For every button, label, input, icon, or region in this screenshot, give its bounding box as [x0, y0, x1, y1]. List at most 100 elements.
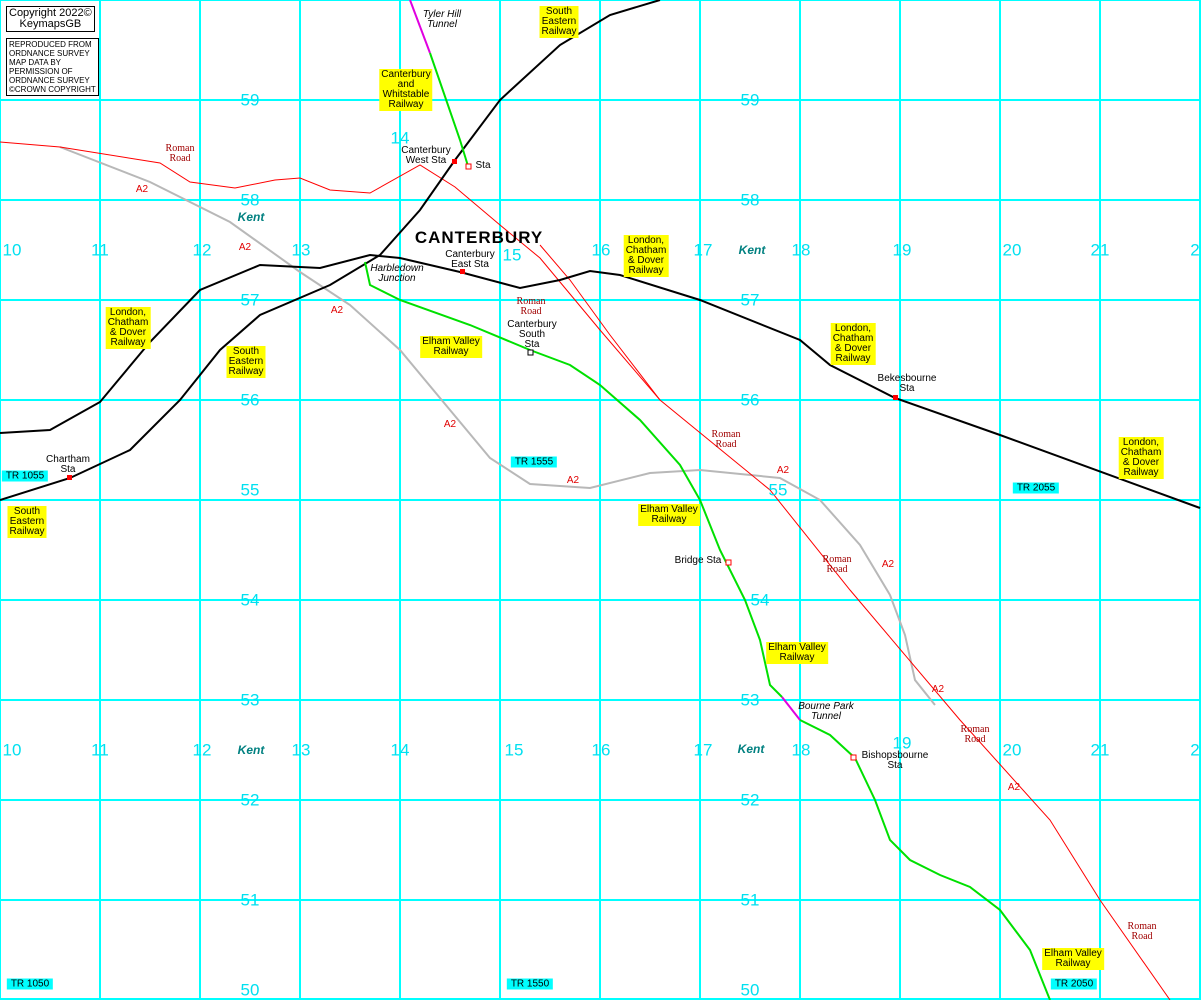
bourne-park-tunnel-line — [781, 696, 801, 721]
railway-label: London, Chatham & Dover Railway — [105, 307, 151, 349]
northing-label: 53 — [240, 690, 260, 710]
station-label: Sta — [475, 160, 491, 171]
easting-label: 2 — [1190, 740, 1200, 760]
station-label: Bekesbourne Sta — [877, 373, 937, 394]
easting-label: 19 — [892, 733, 912, 753]
station-marker-bishopsbourne — [850, 754, 857, 761]
easting-label: 20 — [1002, 740, 1022, 760]
easting-label: 16 — [591, 740, 611, 760]
road-label-a2: A2 — [135, 184, 149, 195]
northing-label: 51 — [740, 890, 760, 910]
road-label-a2: A2 — [881, 559, 895, 570]
easting-label: 11 — [91, 240, 109, 260]
grid-ref-label: TR 1050 — [6, 978, 54, 990]
northing-label: 57 — [240, 290, 260, 310]
easting-label: 10 — [2, 240, 22, 260]
elham-valley-railway-south — [799, 719, 1051, 1000]
railway-label: Elham Valley Railway — [638, 504, 700, 526]
easting-label: 21 — [1090, 740, 1110, 760]
county-label: Kent — [737, 742, 765, 756]
easting-label: 12 — [192, 740, 212, 760]
station-label: Bridge Sta — [674, 555, 722, 566]
station-marker-chartham — [67, 475, 72, 480]
northing-label: 52 — [240, 790, 260, 810]
road-label-a2: A2 — [931, 684, 945, 695]
lcdr-railway — [0, 253, 1201, 509]
road-label-roman: Roman Road — [1127, 921, 1157, 942]
station-label: Chartham Sta — [46, 454, 90, 475]
tunnel-label: Tyler Hill Tunnel — [422, 9, 462, 30]
railway-label: Elham Valley Railway — [420, 336, 482, 358]
roman-road-branch — [539, 244, 661, 401]
grid-ref-label: TR 2050 — [1050, 978, 1098, 990]
cwr-railway — [429, 52, 469, 167]
northing-label: 54 — [750, 590, 770, 610]
county-label: Kent — [237, 210, 265, 224]
county-label: Kent — [738, 243, 766, 257]
easting-label: 18 — [791, 740, 811, 760]
station-marker-bridge — [725, 559, 732, 566]
easting-label: 14 — [390, 740, 410, 760]
easting-label: 13 — [291, 240, 311, 260]
grid-ref-label: TR 1555 — [510, 456, 558, 468]
grid-ref-label: TR 2055 — [1012, 482, 1060, 494]
northing-label: 57 — [740, 290, 760, 310]
station-marker-sta — [465, 163, 472, 170]
northing-label: 51 — [240, 890, 260, 910]
railway-label: South Eastern Railway — [226, 346, 266, 378]
copyright-box: Copyright 2022©KeymapsGB — [6, 6, 95, 32]
junction-label: Harbledown Junction — [370, 263, 424, 284]
railway-label: London, Chatham & Dover Railway — [830, 323, 876, 365]
station-marker-east — [460, 269, 465, 274]
easting-label: 16 — [591, 240, 611, 260]
road-label-roman: Roman Road — [822, 554, 852, 575]
northing-label: 50 — [240, 980, 260, 1000]
station-marker-bekesbourne — [893, 395, 898, 400]
elham-valley-railway — [364, 261, 783, 698]
tyler-hill-tunnel-line — [409, 0, 431, 54]
copyright-owner: KeymapsGB — [19, 18, 82, 30]
easting-label: 19 — [892, 240, 912, 260]
railway-label: Canterbury and Whitstable Railway — [379, 69, 433, 111]
station-label: Canterbury West Sta — [401, 145, 451, 166]
northing-label: 55 — [768, 480, 788, 500]
grid-ref-label: TR 1055 — [1, 470, 49, 482]
easting-label: 14 — [390, 128, 410, 148]
station-marker-south — [527, 349, 534, 356]
northing-label: 58 — [740, 190, 760, 210]
easting-label: 15 — [504, 740, 524, 760]
easting-label: 17 — [693, 240, 713, 260]
station-label: Canterbury East Sta — [445, 249, 495, 270]
road-label-a2: A2 — [238, 242, 252, 253]
roman-road — [0, 141, 1171, 1000]
northing-label: 56 — [740, 390, 760, 410]
northing-label: 54 — [240, 590, 260, 610]
railway-label: London, Chatham & Dover Railway — [623, 235, 669, 277]
grid-ref-label: TR 1550 — [506, 978, 554, 990]
os-notice: REPRODUCED FROM ORDNANCE SURVEY MAP DATA… — [6, 38, 99, 96]
easting-label: 11 — [91, 740, 109, 760]
station-label: Canterbury South Sta — [507, 319, 557, 350]
railway-label: Elham Valley Railway — [766, 642, 828, 664]
road-label-roman: Roman Road — [165, 143, 195, 164]
a2-road — [59, 146, 936, 706]
road-label-a2: A2 — [776, 465, 790, 476]
road-label-roman: Roman Road — [711, 429, 741, 450]
ser-railway — [0, 0, 661, 501]
road-label-a2: A2 — [566, 475, 580, 486]
railway-label: South Eastern Railway — [7, 506, 47, 538]
easting-label: 21 — [1090, 240, 1110, 260]
station-marker-west — [452, 159, 457, 164]
county-label: Kent — [237, 743, 265, 757]
road-label-roman: Roman Road — [516, 296, 546, 317]
northing-label: 53 — [740, 690, 760, 710]
northing-label: 55 — [240, 480, 260, 500]
road-label-a2: A2 — [330, 305, 344, 316]
tunnel-label: Bourne Park Tunnel — [798, 701, 854, 722]
road-label-a2: A2 — [443, 419, 457, 430]
easting-label: 12 — [192, 240, 212, 260]
northing-label: 56 — [240, 390, 260, 410]
